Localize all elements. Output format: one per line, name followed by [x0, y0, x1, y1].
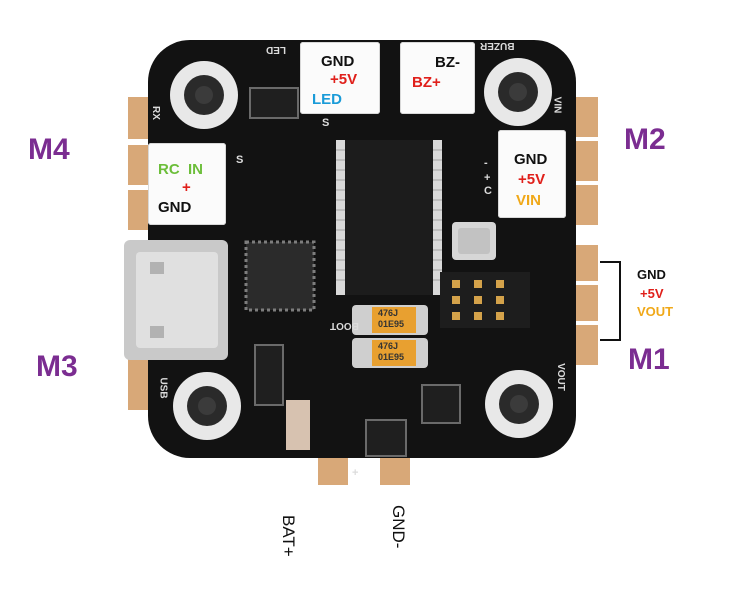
silk-c: C [484, 185, 492, 197]
buzzer-conn-bz-minus: BZ- [435, 54, 460, 71]
rc-conn-gnd: GND [158, 199, 192, 216]
led-connector [300, 42, 380, 114]
rc-conn-rc: RC [158, 161, 180, 178]
vin-conn-vin: VIN [516, 192, 542, 209]
gnd-minus-pad [380, 455, 410, 485]
rc-conn-plus: + [182, 179, 191, 196]
tantalum-2-lot: 01E95 [378, 352, 405, 362]
bat-plus-pad [318, 455, 348, 485]
tantalum-1-lot: 01E95 [378, 319, 405, 329]
vout-gnd: GND [637, 267, 666, 282]
motor-label-m1: M1 [628, 343, 670, 376]
vout-bracket [600, 261, 621, 341]
mounting-hole-bottom-left [173, 372, 241, 440]
vout-vout: VOUT [637, 304, 674, 319]
vout-5v: +5V [640, 286, 664, 301]
micro-usb-port [124, 240, 228, 360]
silk-boot: BOOT [330, 320, 359, 331]
motor-label-m2: M2 [624, 123, 666, 156]
silk-led: LED [266, 44, 286, 55]
buzzer-conn-bz-plus: BZ+ [412, 74, 441, 91]
silk-minus: - [484, 157, 488, 169]
small-components [249, 87, 461, 457]
motor-label-m4: M4 [28, 133, 70, 166]
tantalum-capacitor-1 [352, 305, 428, 335]
mounting-hole-top-right [484, 58, 552, 126]
mounting-hole-bottom-right [485, 370, 553, 438]
silk-plus-bottom: + [352, 467, 359, 479]
mounting-hole-top-left [170, 61, 238, 129]
silk-rx: RX [149, 106, 161, 120]
buzzer-connector [400, 42, 475, 114]
rc-in-connector [148, 143, 226, 225]
silk-s-left: S [236, 154, 244, 166]
silk-s-mid: S [322, 117, 330, 129]
motor-label-m3: M3 [36, 350, 78, 383]
gnd-minus-label: GND- [389, 505, 408, 549]
vin-conn-5v: +5V [518, 171, 546, 188]
silk-buzer: BUZER [480, 40, 515, 51]
rc-conn-in: IN [188, 161, 203, 178]
tantalum-2-code: 476J [378, 341, 399, 351]
imu-chip [244, 240, 316, 312]
silk-vout: VOUT [554, 363, 566, 391]
tantalum-1-code: 476J [378, 308, 399, 318]
inductor [286, 400, 310, 450]
silk-usb: USB [157, 377, 169, 399]
bat-plus-label: BAT+ [279, 515, 298, 557]
vin-connector [498, 130, 566, 218]
silk-vin: VIN [551, 96, 563, 114]
led-conn-5v: +5V [330, 71, 358, 88]
led-conn-gnd: GND [321, 53, 355, 70]
vin-conn-gnd: GND [514, 151, 548, 168]
led-conn-led: LED [312, 91, 342, 108]
main-mcu-chip [336, 140, 442, 295]
pin-header-block [440, 272, 530, 328]
silk-plus: + [484, 172, 491, 184]
tantalum-capacitor-2 [352, 338, 428, 368]
